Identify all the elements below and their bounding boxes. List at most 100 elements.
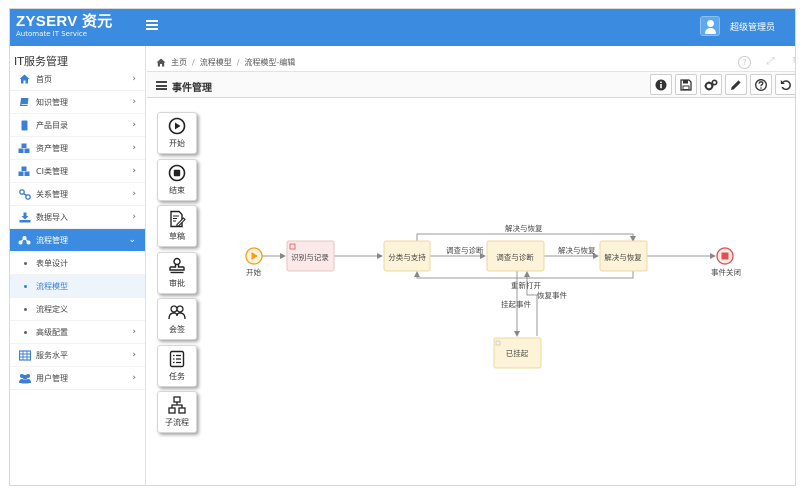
node-record[interactable]: 识别与记录 (286, 240, 335, 272)
edge-investigate-to-resolve[interactable]: 解决与恢复 (544, 245, 599, 259)
edge-suspend[interactable]: 挂起事件 (501, 271, 531, 337)
palette-subprocess[interactable]: 子流程 (157, 391, 197, 433)
sidebar-subitem-process-model[interactable]: 流程模型 (10, 275, 145, 298)
sidebar-item-catalog[interactable]: 产品目录 › (10, 114, 145, 137)
toolbar (647, 74, 795, 95)
play-circle-icon (168, 117, 186, 135)
palette-countersign[interactable]: 会签 (157, 298, 197, 340)
edge-reopen[interactable]: 重新打开 (414, 271, 634, 290)
palette-label: 审批 (169, 278, 185, 288)
edge-resume[interactable]: 恢复事件 (524, 271, 567, 336)
logo-subtitle: Automate IT Service (16, 30, 88, 38)
edge-classify-to-investigate[interactable]: 调查与诊断 (430, 245, 486, 259)
cubes-icon (18, 166, 31, 177)
sidebar-item-process[interactable]: 流程管理 ⌄ (10, 229, 145, 252)
sidebar-item-label: 首页 (36, 74, 52, 84)
sidebar-item-label: 数据导入 (36, 212, 68, 222)
start-event-label: 开始 (246, 267, 261, 277)
node-label: 调查与诊断 (496, 252, 534, 262)
sidebar-toggle-icon[interactable] (146, 20, 158, 32)
node-resolve[interactable]: 解决与恢复 (599, 240, 648, 272)
question-circle-icon (755, 78, 767, 91)
sidebar-subitem-advanced-config[interactable]: 高级配置 › (10, 321, 145, 344)
chevron-right-icon: › (132, 189, 136, 199)
sidebar-subitem-process-definition[interactable]: 流程定义 (10, 298, 145, 321)
task-icon (169, 350, 185, 367)
end-event-label: 事件关闭 (711, 267, 741, 277)
edit-button[interactable] (725, 74, 747, 95)
palette-label: 会签 (169, 325, 185, 334)
list-icon (156, 81, 167, 90)
help-icon[interactable]: ? (738, 56, 751, 69)
home-icon (18, 74, 31, 85)
palette-end[interactable]: 结束 (157, 158, 197, 201)
palette-start[interactable]: 开始 (157, 112, 197, 154)
chevron-right-icon: › (132, 350, 136, 360)
process-icon (18, 235, 31, 246)
sidebar-item-knowledge[interactable]: 知识管理 › (10, 91, 145, 114)
cubes-icon (18, 143, 31, 154)
edge-classify-to-resolve-top[interactable]: 解决与恢复 (416, 223, 636, 242)
refresh-icon[interactable]: ↻ (790, 56, 795, 69)
sidebar-item-assets[interactable]: 资产管理 › (10, 137, 145, 160)
user-menu[interactable]: 超级管理员 (699, 16, 775, 36)
logo-text: ZYSERV 资元 (16, 13, 113, 30)
breadcrumb-current: 流程模型-编辑 (244, 57, 296, 67)
sidebar-item-data-import[interactable]: 数据导入 › (10, 206, 145, 229)
node-investigate[interactable]: 调查与诊断 (486, 240, 545, 272)
node-classify[interactable]: 分类与支持 (383, 240, 431, 272)
undo-button[interactable] (775, 74, 795, 95)
chevron-right-icon: › (132, 74, 136, 84)
logo[interactable]: ZYSERV 资元 Automate IT Service (16, 14, 113, 39)
diagram-canvas[interactable]: 开始 结束 草稿 审批 会签 (147, 98, 795, 485)
chevron-right-icon: › (132, 373, 136, 383)
help-button[interactable] (750, 74, 772, 95)
sidebar-item-ci-class[interactable]: CI类管理 › (10, 160, 145, 183)
sidebar-item-relations[interactable]: 关系管理 › (10, 183, 145, 206)
sidebar-item-service-level[interactable]: 服务水平 › (10, 344, 145, 367)
sidebar-item-label: 资产管理 (36, 143, 68, 153)
sidebar-subitem-label: 高级配置 (36, 327, 68, 337)
palette-label: 子流程 (165, 418, 189, 427)
top-bar: ZYSERV 资元 Automate IT Service 超级管理员 (10, 9, 795, 46)
app-window: ZYSERV 资元 Automate IT Service 超级管理员 IT服务… (9, 8, 796, 486)
breadcrumb-process-model-link[interactable]: 流程模型 (199, 57, 232, 67)
palette-task[interactable]: 任务 (157, 344, 197, 387)
edge-label: 调查与诊断 (446, 245, 484, 255)
start-event[interactable]: 开始 (245, 247, 263, 277)
settings-button[interactable] (700, 74, 722, 95)
node-palette: 开始 结束 草稿 审批 会签 (157, 112, 197, 438)
palette-approve[interactable]: 审批 (157, 251, 197, 294)
sidebar-item-label: 产品目录 (36, 120, 68, 130)
save-button[interactable] (675, 74, 697, 95)
sidebar-item-home[interactable]: 首页 › (10, 68, 145, 91)
chevron-down-icon: ⌄ (128, 235, 136, 245)
node-label: 已挂起 (506, 348, 529, 358)
info-button[interactable] (650, 74, 672, 95)
main-content: 主页 / 流程模型 / 流程模型-编辑 ? ⤢ ↻ 事件管理 (147, 46, 795, 485)
sidebar-subitem-label: 表单设计 (36, 258, 68, 268)
breadcrumb-home-link[interactable]: 主页 (171, 57, 187, 67)
palette-label: 开始 (169, 139, 185, 148)
chevron-right-icon: › (132, 166, 136, 176)
subprocess-icon (168, 396, 186, 414)
book-icon (18, 97, 31, 108)
approve-stamp-icon (169, 257, 185, 273)
page-controls: ? ⤢ ↻ (725, 56, 795, 69)
sidebar-subitem-form-design[interactable]: 表单设计 (10, 252, 145, 275)
table-icon (18, 349, 31, 361)
users-icon (18, 373, 31, 384)
node-label: 分类与支持 (388, 252, 426, 262)
breadcrumb: 主页 / 流程模型 / 流程模型-编辑 (156, 55, 295, 69)
sidebar-subitem-label: 流程模型 (36, 281, 68, 291)
draft-marker-icon (289, 243, 296, 250)
fullscreen-icon[interactable]: ⤢ (766, 56, 775, 67)
end-event[interactable]: 事件关闭 (711, 247, 741, 277)
edge-label: 重新打开 (511, 280, 541, 290)
palette-draft[interactable]: 草稿 (157, 205, 197, 247)
sidebar-item-user-management[interactable]: 用户管理 › (10, 367, 145, 390)
sidebar-title: IT服务管理 (14, 55, 68, 68)
chevron-right-icon: › (132, 327, 136, 337)
node-suspended[interactable]: 已挂起 (493, 337, 542, 369)
sidebar-item-label: 服务水平 (36, 350, 68, 360)
